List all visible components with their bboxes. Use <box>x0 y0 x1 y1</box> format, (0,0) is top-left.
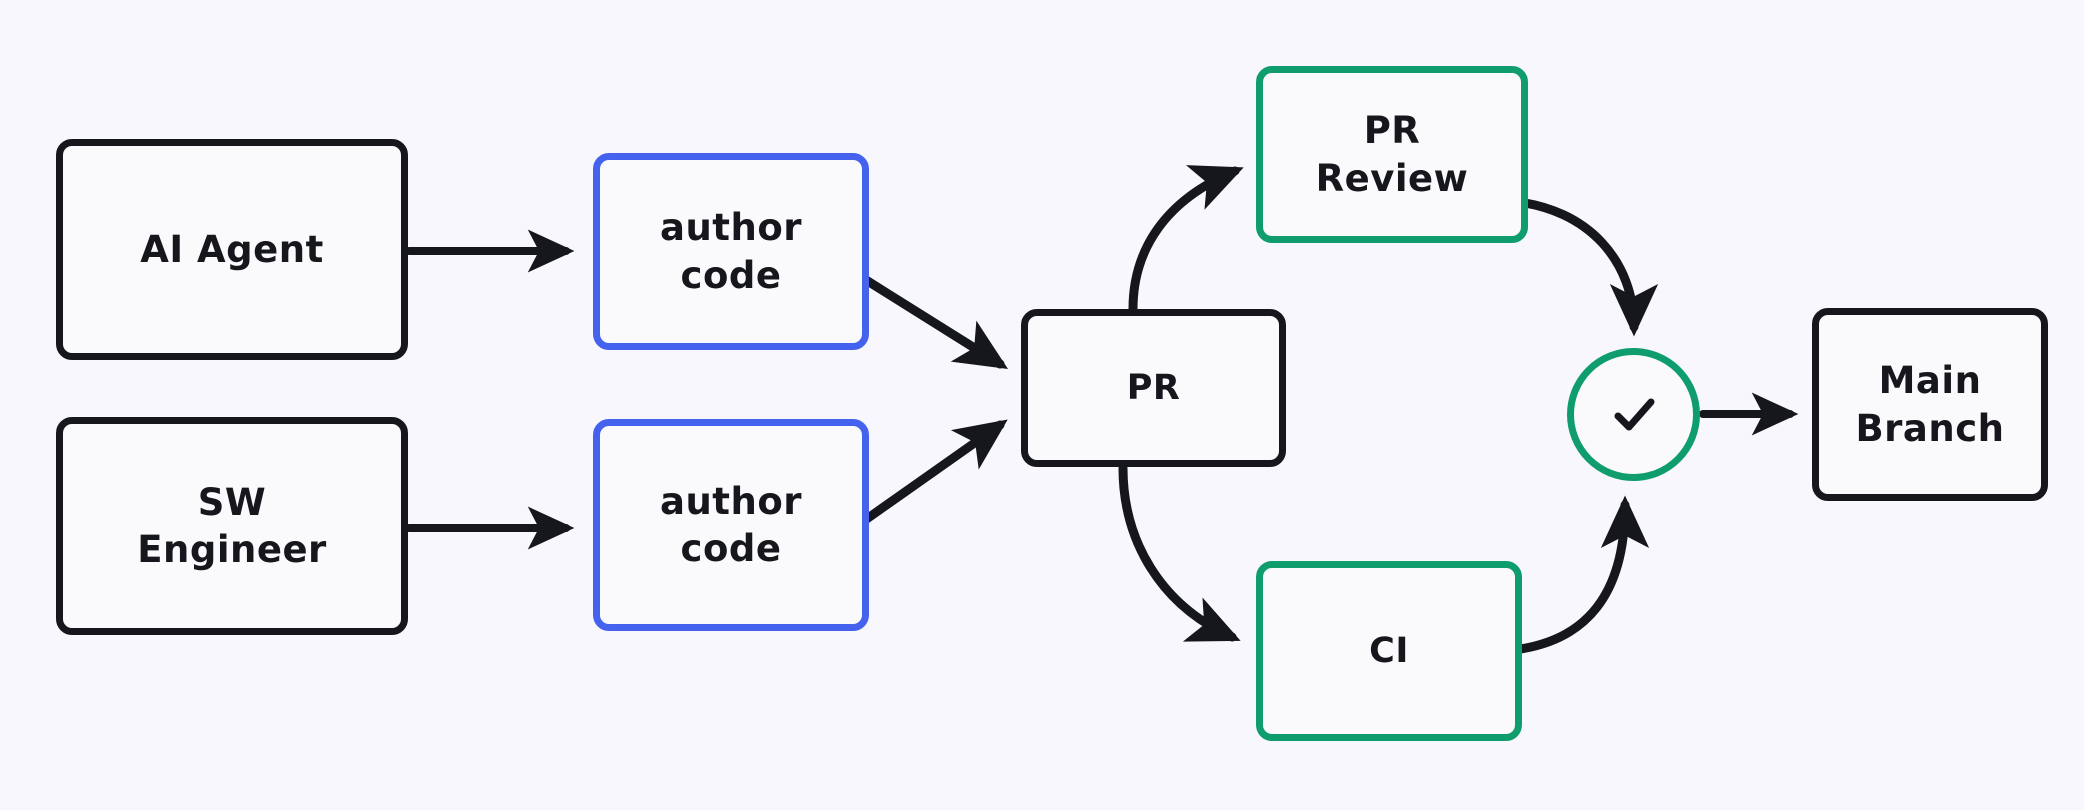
node-author-code-ai-agent[interactable]: author code <box>593 153 869 350</box>
edge-pr-to-ci <box>1118 463 1241 642</box>
edge-author-code-to-pr-bottom <box>856 419 1008 528</box>
node-author-code-ai-agent-label: author code <box>659 206 802 297</box>
edge-pr-review-to-check <box>1505 196 1659 337</box>
node-author-code-sw-engineer-label: author code <box>659 479 802 570</box>
node-author-code-sw-engineer[interactable]: author code <box>593 419 869 631</box>
node-pr-review[interactable]: PR Review <box>1256 66 1528 243</box>
edge-author-code-to-pr-top <box>861 275 1009 370</box>
node-pr-review-label: PR Review <box>1315 109 1469 200</box>
node-sw-engineer[interactable]: SW Engineer <box>56 417 408 635</box>
check-circle-node[interactable] <box>1567 348 1700 481</box>
node-ci-label: CI <box>1369 630 1409 671</box>
node-ai-agent[interactable]: AI Agent <box>56 139 408 360</box>
node-ai-agent-label: AI Agent <box>140 227 324 271</box>
node-main-branch[interactable]: Main Branch <box>1812 308 2048 501</box>
node-ci[interactable]: CI <box>1256 561 1522 741</box>
node-main-branch-label: Main Branch <box>1855 359 2005 450</box>
node-pr[interactable]: PR <box>1021 309 1286 467</box>
edge-pr-to-pr-review <box>1128 165 1244 314</box>
node-sw-engineer-label: SW Engineer <box>137 480 327 571</box>
node-pr-label: PR <box>1126 367 1181 408</box>
check-icon <box>1602 383 1666 447</box>
